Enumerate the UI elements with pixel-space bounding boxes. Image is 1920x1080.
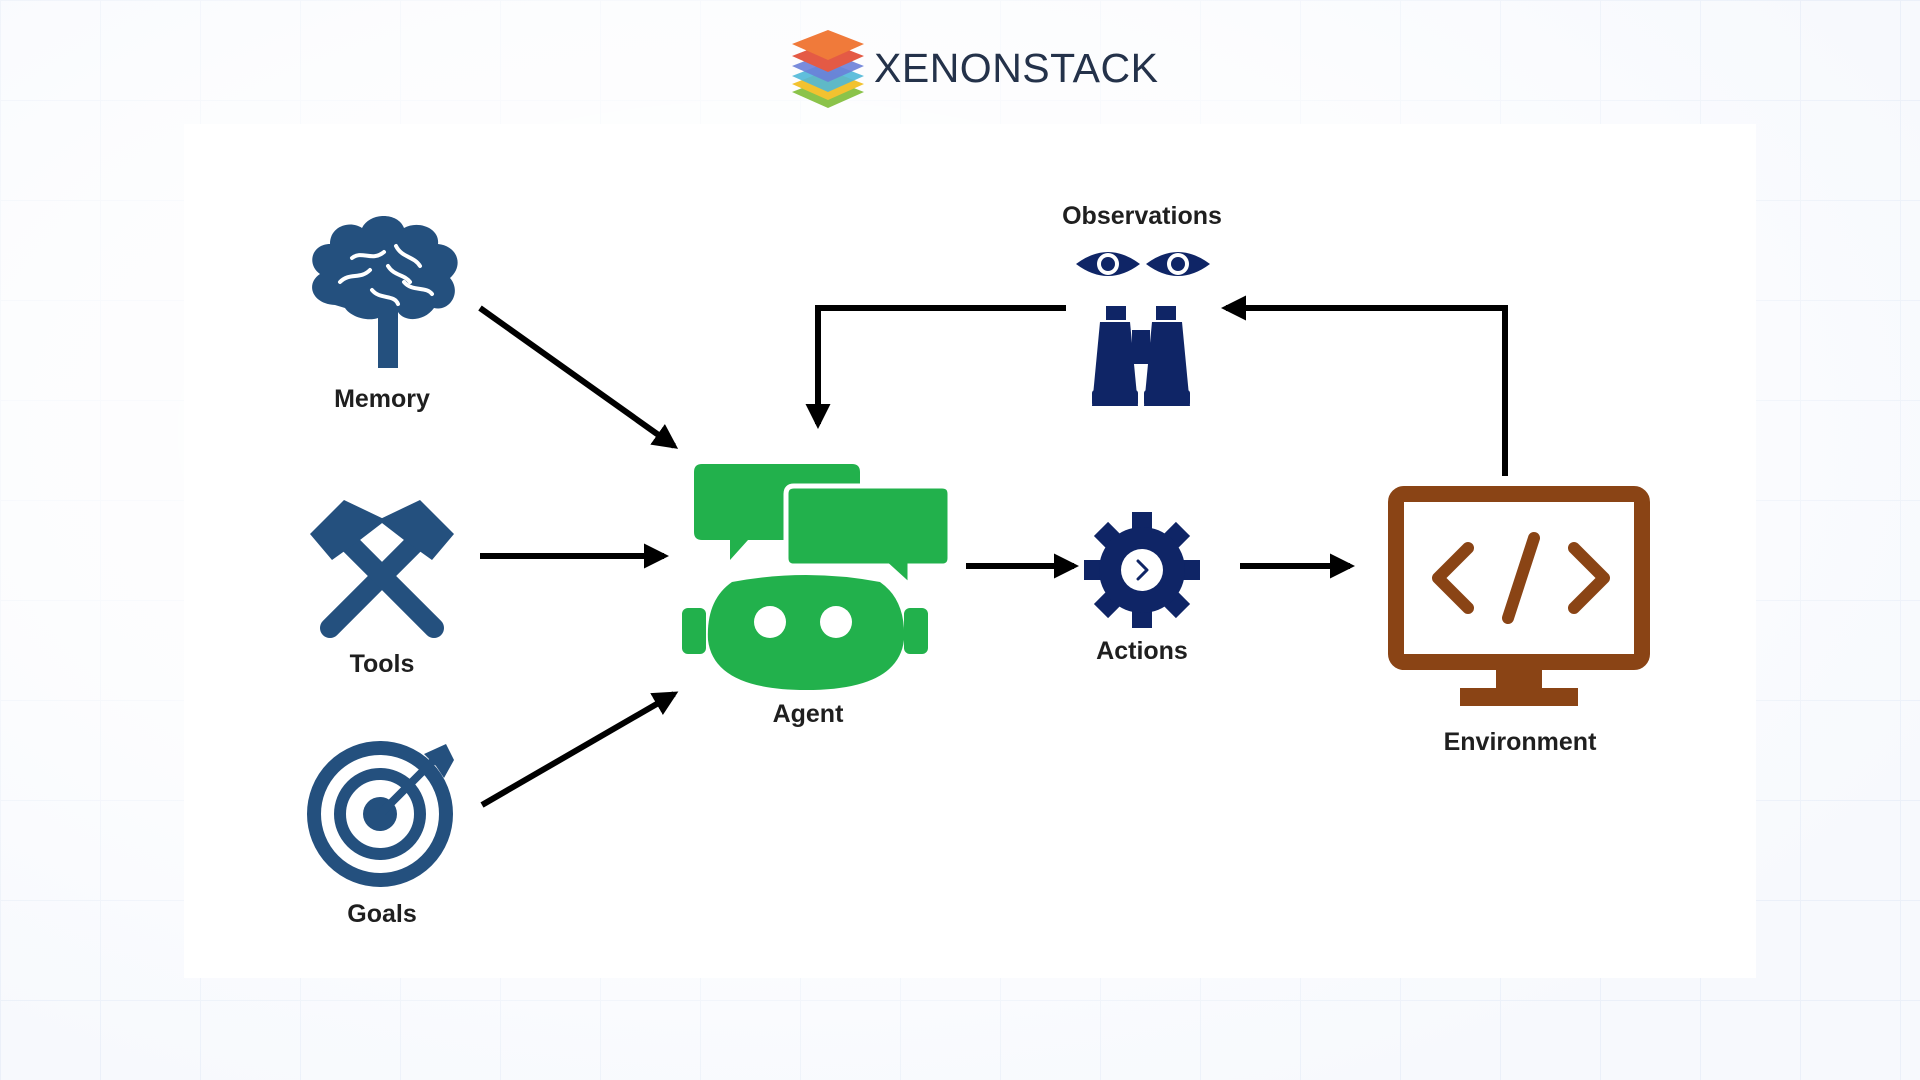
observations-label: Observations [1062, 202, 1222, 230]
crossed-hammers-icon [310, 500, 454, 638]
brand-name: XENONSTACK [874, 44, 1159, 91]
code-monitor-icon [1388, 486, 1650, 706]
goals-label: Goals [347, 900, 416, 928]
agent-label: Agent [773, 700, 845, 728]
eyes-icon [1076, 252, 1210, 276]
brain-icon [312, 216, 458, 368]
arrow-goals-to-agent [480, 691, 679, 808]
actions-label: Actions [1096, 637, 1188, 665]
memory-label: Memory [334, 385, 430, 413]
arrow-observations-to-agent [805, 305, 1066, 430]
target-arrow-icon [307, 741, 454, 887]
brand-logo: XENONSTACK [788, 26, 1158, 110]
binoculars-icon [1092, 306, 1190, 406]
layers-logo-icon [792, 30, 864, 108]
arrow-environment-to-observations [1220, 295, 1508, 476]
gear-icon [1084, 512, 1200, 628]
environment-label: Environment [1444, 728, 1597, 756]
arrow-memory-to-agent [478, 305, 679, 449]
tools-label: Tools [350, 650, 415, 678]
chatbot-icon [682, 464, 953, 690]
